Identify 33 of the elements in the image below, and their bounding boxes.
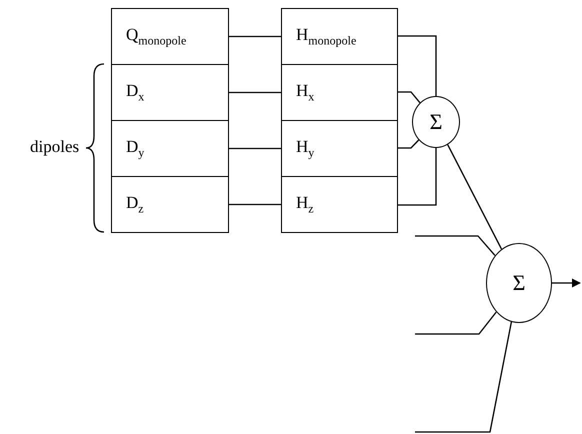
group-label: dipoles — [30, 137, 80, 157]
connector-line — [415, 322, 512, 433]
connector-line — [229, 36, 281, 38]
process-box — [281, 8, 398, 65]
node-label: Q$_{monopole}$ — [126, 24, 186, 48]
connector-line — [398, 140, 420, 149]
process-box — [281, 120, 398, 177]
process-box — [281, 176, 398, 233]
process-box — [111, 8, 229, 65]
node-label: H$_{monopole}$ — [296, 24, 356, 48]
process-box — [281, 64, 398, 121]
sum-symbol: Σ — [430, 109, 442, 135]
node-label: D$_{z}$ — [126, 192, 144, 216]
node-label: D$_{y}$ — [126, 136, 144, 160]
node-label: H$_{z}$ — [296, 192, 314, 216]
node-label: H$_{x}$ — [296, 80, 314, 104]
node-label: H$_{y}$ — [296, 136, 314, 160]
connector-line — [398, 148, 437, 206]
connector-line — [415, 235, 496, 256]
node-label: D$_{x}$ — [126, 80, 144, 104]
process-box — [111, 64, 229, 121]
summation-circle — [412, 96, 460, 148]
connector-line — [398, 35, 437, 96]
connector-line — [447, 144, 502, 250]
connector-line — [398, 91, 420, 104]
process-box — [111, 120, 229, 177]
connector-line — [229, 92, 281, 94]
arrow — [552, 278, 581, 288]
process-box — [111, 176, 229, 233]
sum-symbol: Σ — [512, 270, 526, 296]
connector-line — [229, 204, 281, 206]
connector-line — [415, 312, 497, 335]
connector-line — [229, 148, 281, 150]
